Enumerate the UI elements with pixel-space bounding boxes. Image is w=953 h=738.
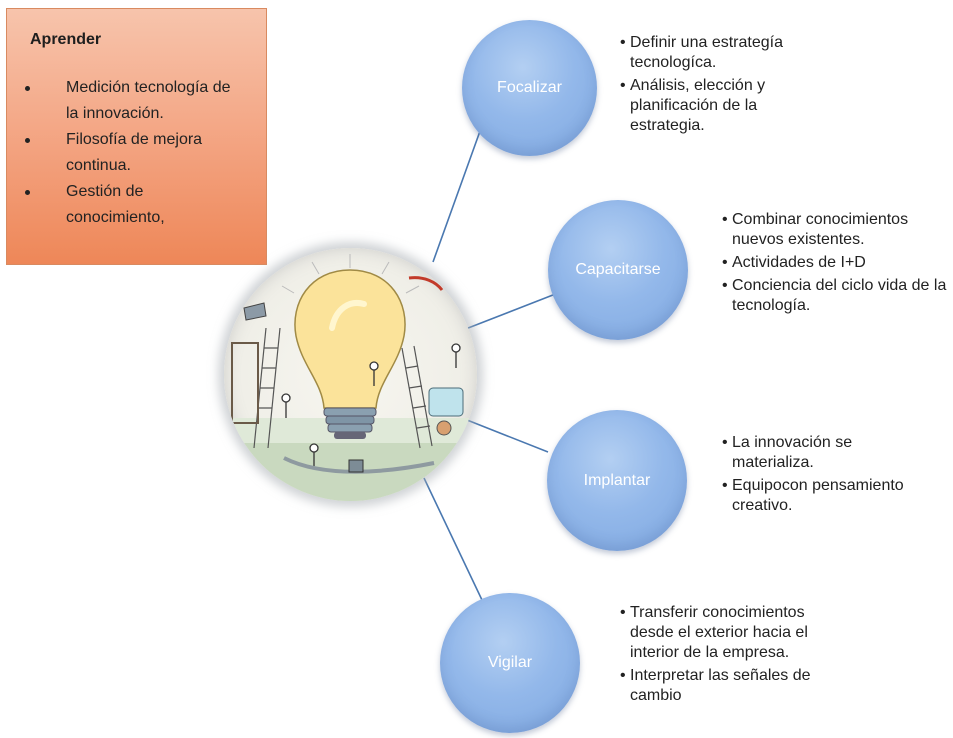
aprender-list: Medición tecnología de la innovación. Fi…	[25, 75, 255, 231]
focalizar-details: •Definir una estrategía tecnologíca. •An…	[620, 33, 835, 139]
detail-item: •Actividades de I+D	[722, 254, 866, 271]
lightbulb-illustration	[224, 248, 477, 501]
node-implantar: Implantar	[547, 410, 687, 551]
node-label: Focalizar	[497, 79, 562, 96]
detail-item: •Equipocon pensamiento creativo.	[722, 477, 904, 514]
connector-focalizar	[432, 119, 485, 263]
node-focalizar: Focalizar	[462, 20, 597, 156]
aprender-box: Aprender Medición tecnología de la innov…	[6, 8, 267, 265]
bullet-icon	[25, 86, 30, 91]
detail-item: •Conciencia del ciclo vida de la tecnolo…	[722, 277, 947, 314]
connector-vigilar	[423, 477, 483, 601]
node-capacitarse: Capacitarse	[548, 200, 688, 340]
bullet-icon	[25, 138, 30, 143]
aprender-item: Medición tecnología de la innovación.	[25, 75, 241, 127]
aprender-title: Aprender	[30, 31, 102, 48]
aprender-item: Gestión de conocimiento,	[25, 179, 216, 231]
detail-item: •Interpretar las señales de cambio	[620, 667, 811, 704]
implantar-details: •La innovación se materializa. •Equipoco…	[722, 433, 953, 519]
detail-item: •Transferir conocimientos desde el exter…	[620, 604, 808, 661]
detail-item: •La innovación se materializa.	[722, 434, 853, 471]
node-label: Implantar	[583, 471, 651, 489]
lightbulb-icon	[224, 254, 477, 501]
capacitarse-details: •Combinar conocimientos nuevos existente…	[722, 210, 953, 319]
connector-implantar	[461, 417, 549, 453]
node-label: Capacitarse	[575, 261, 661, 278]
detail-item: •Definir una estrategía tecnologíca.	[620, 34, 783, 71]
detail-item: •Análisis, elección y planificación de l…	[620, 77, 766, 134]
vigilar-details: •Transferir conocimientos desde el exter…	[620, 603, 852, 709]
node-vigilar: Vigilar	[440, 593, 580, 733]
detail-item: •Combinar conocimientos nuevos existente…	[722, 211, 909, 248]
bullet-icon	[25, 190, 30, 195]
aprender-item: Filosofía de mejora continua.	[25, 127, 241, 179]
connector-capacitarse	[462, 292, 559, 331]
node-label: Vigilar	[487, 654, 533, 671]
